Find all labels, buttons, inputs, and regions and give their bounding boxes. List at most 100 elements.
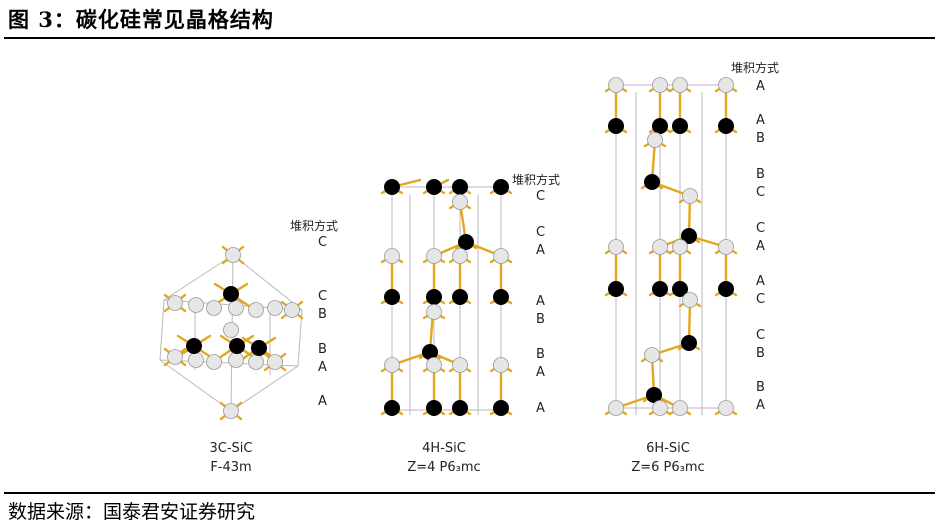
carbon-atom [681, 335, 697, 351]
silicon-atom [453, 358, 468, 373]
silicon-atom [673, 401, 688, 416]
panel2-stacking-label: A [536, 401, 545, 416]
panel2-caption-group: Z=4 P6₃mc [407, 460, 480, 475]
silicon-atom [453, 249, 468, 264]
carbon-atom [493, 289, 509, 305]
panel3-stacking-label: B [756, 346, 765, 361]
silicon-atom [285, 303, 300, 318]
silicon-atom [249, 303, 264, 318]
carbon-atom [384, 179, 400, 195]
silicon-atom [648, 133, 663, 148]
silicon-atom [719, 401, 734, 416]
silicon-atom [189, 298, 204, 313]
silicon-atom [645, 348, 660, 363]
silicon-atom [427, 305, 442, 320]
panel3-stacking-label: C [756, 185, 765, 200]
panel3-stacking-label: A [756, 79, 765, 94]
carbon-atom [672, 118, 688, 134]
silicon-atom [207, 355, 222, 370]
panel1-stacking-label: C [318, 235, 327, 250]
silicon-atom [268, 355, 283, 370]
carbon-atom [426, 179, 442, 195]
silicon-atom [683, 189, 698, 204]
carbon-atom [493, 400, 509, 416]
silicon-atom [168, 296, 183, 311]
carbon-atom [384, 400, 400, 416]
silicon-atom [224, 323, 239, 338]
carbon-atom [452, 289, 468, 305]
silicon-atom [609, 401, 624, 416]
carbon-atom [186, 338, 202, 354]
silicon-atom [224, 404, 239, 419]
panel3-stacking-label: C [756, 328, 765, 343]
silicon-atom [719, 78, 734, 93]
panel2-stacking-header: 堆积方式 [512, 172, 560, 187]
silicon-atom [653, 401, 668, 416]
silicon-atom [673, 240, 688, 255]
silicon-atom [673, 78, 688, 93]
silicon-atom [207, 301, 222, 316]
panel3-stacking-label: B [756, 380, 765, 395]
carbon-atom [652, 281, 668, 297]
silicon-atom [385, 249, 400, 264]
silicon-atom [427, 358, 442, 373]
panel1-stacking-header: 堆积方式 [290, 218, 338, 233]
silicon-atom [385, 358, 400, 373]
panel3-stacking-label: A [756, 398, 765, 413]
carbon-atom [223, 286, 239, 302]
panel3-stacking-label: B [756, 167, 765, 182]
silicon-atom [249, 355, 264, 370]
panel3-stacking-label: A [756, 113, 765, 128]
carbon-atom [384, 289, 400, 305]
silicon-atom [226, 248, 241, 263]
panel1-caption-group: F-43m [210, 460, 251, 475]
panel2-stacking-label: A [536, 365, 545, 380]
panel1-stacking-label: B [318, 307, 327, 322]
panel3-stacking-label: B [756, 131, 765, 146]
carbon-atom [426, 400, 442, 416]
carbon-atom [718, 281, 734, 297]
cell-edge [160, 300, 164, 360]
silicon-atom [189, 353, 204, 368]
carbon-atom [652, 118, 668, 134]
carbon-atom [718, 118, 734, 134]
silicon-atom [653, 78, 668, 93]
panel3-stacking-label: A [756, 274, 765, 289]
panel1-stacking-label: A [318, 394, 327, 409]
carbon-atom [493, 179, 509, 195]
silicon-atom [609, 78, 624, 93]
panel2-stacking-label: B [536, 312, 545, 327]
panel3-stacking-header: 堆积方式 [731, 60, 779, 75]
panel3-caption-group: Z=6 P6₃mc [631, 460, 704, 475]
panel1-stacking-label: C [318, 289, 327, 304]
panel3-stacking-label: C [756, 292, 765, 307]
panel1-stacking-label: A [318, 360, 327, 375]
unit-cell-outlines [160, 85, 726, 415]
carbon-atom [644, 174, 660, 190]
panel2-stacking-label: C [536, 189, 545, 204]
carbon-atom [452, 400, 468, 416]
silicon-atom [683, 293, 698, 308]
panel2-stacking-label: A [536, 243, 545, 258]
carbon-atom [608, 281, 624, 297]
panel2-stacking-label: B [536, 347, 545, 362]
source-rule [4, 492, 935, 494]
panel1-caption-name: 3C-SiC [210, 441, 253, 456]
silicon-atom [719, 240, 734, 255]
panel2-stacking-label: A [536, 294, 545, 309]
silicon-atom [494, 249, 509, 264]
silicon-atom [494, 358, 509, 373]
silicon-atom [168, 350, 183, 365]
panel3-stacking-label: A [756, 239, 765, 254]
carbon-atom [452, 179, 468, 195]
panel1-stacking-label: B [318, 342, 327, 357]
carbon-atom [251, 340, 267, 356]
panel3-stacking-label: C [756, 221, 765, 236]
silicon-atom [268, 301, 283, 316]
silicon-atom [453, 195, 468, 210]
silicon-atom [427, 249, 442, 264]
carbon-atom [608, 118, 624, 134]
panel3-caption-name: 6H-SiC [646, 441, 690, 456]
carbon-atom [426, 289, 442, 305]
